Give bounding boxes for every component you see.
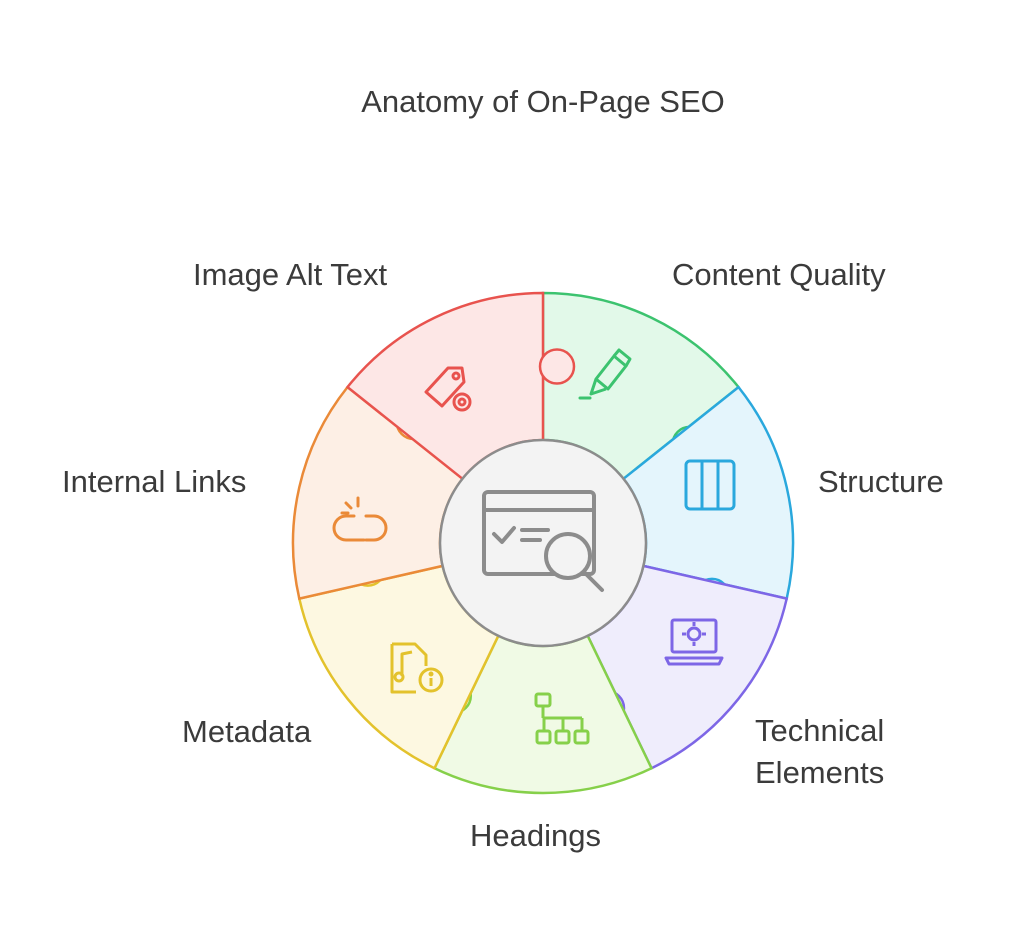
file-info-icon [390,642,444,694]
columns-icon [684,459,736,511]
center-circle [438,438,648,648]
pencil-icon [578,348,632,400]
label-structure: Structure [818,464,944,499]
tag-gear-icon [424,366,472,412]
hierarchy-icon [534,692,590,745]
label-technical-elements-line2: Elements [755,755,885,790]
label-technical-elements-line1: Technical [755,713,885,748]
broken-link-icon [332,496,388,542]
label-image-alt-text: Image Alt Text [193,257,388,292]
label-internal-links: Internal Links [62,464,247,499]
label-metadata: Metadata [182,714,312,749]
puzzle-knob-image-alt-text [538,348,576,385]
seo-analysis-icon [482,490,604,592]
segments-layer [291,291,795,795]
laptop-gear-icon [664,618,724,666]
label-headings: Headings [470,818,601,853]
label-content-quality: Content Quality [672,257,886,292]
diagram-title: Anatomy of On-Page SEO [361,84,725,119]
